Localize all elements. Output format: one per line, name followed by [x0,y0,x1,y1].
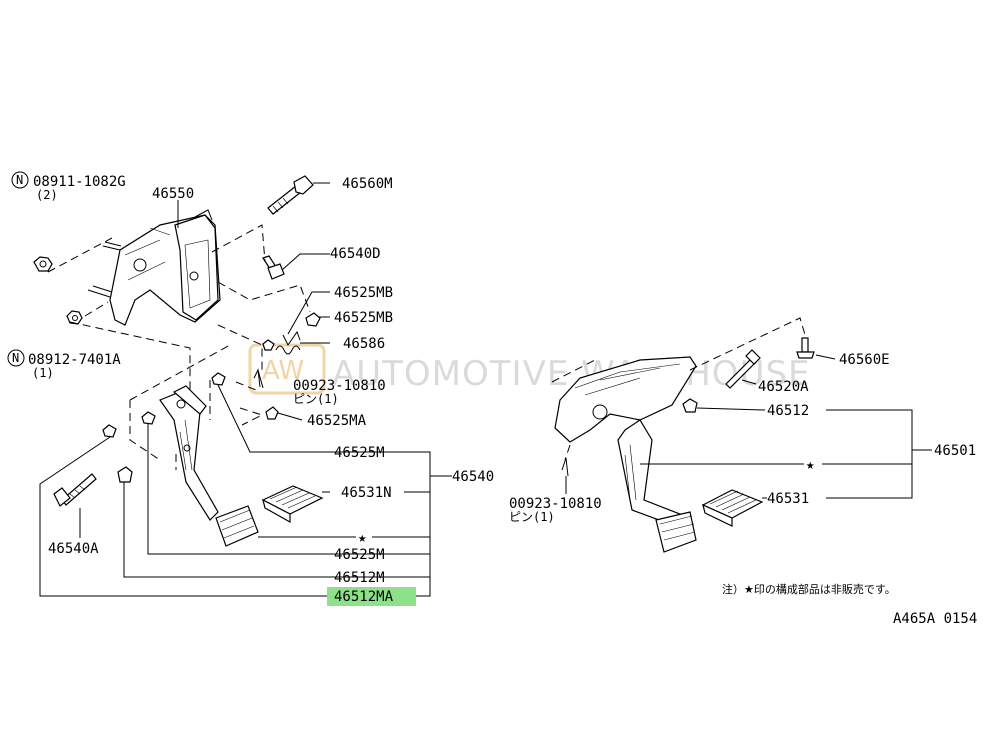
nut-08912-drawing [66,310,83,325]
label-46525M-2: 46525M [334,547,385,563]
label-46540: 46540 [452,469,494,485]
bolt-46540D-drawing [262,255,285,280]
clip-46525MA-drawing [265,406,279,420]
label-46586: 46586 [343,336,385,352]
label-46501: 46501 [934,443,976,459]
stopper-46512M-drawing [117,466,133,483]
bolt-46540A-drawing [53,473,97,507]
pad-46531-drawing [701,489,764,527]
stud-lower [87,285,113,298]
label-pin-left: ピン(1) [293,392,339,406]
label-46550: 46550 [152,186,194,202]
nut-08911-drawing [33,256,53,272]
diagram-code: A465A 0154 [893,611,977,627]
pin-left-drawing [253,368,264,389]
label-46512MA[interactable]: 46512MA [334,589,394,605]
label-46520A: 46520A [758,379,809,395]
highlight-46512MA [327,587,416,606]
label-08912-qty: (1) [32,366,54,380]
n-symbol-circle-2 [7,349,25,367]
pad-46531N-drawing [261,485,324,524]
labels-right: 46560E 46520A 46512 46501 ★ 00923-10810 … [509,352,976,524]
bolt-46560M-drawing [267,175,314,215]
label-46525M-1: 46525M [334,445,385,461]
footnote: 注）★印の構成部品は非販売です。 [722,582,896,596]
labels-left: N 08911-1082G (2) 46550 46560M 46540D 46… [7,171,494,606]
clip-46525MB-drawing [262,312,321,351]
n-symbol-circle-1 [11,171,29,189]
leader-lines-right [565,354,932,499]
pedal-46540-drawing [159,385,259,547]
label-46531: 46531 [767,491,809,507]
label-46512: 46512 [767,403,809,419]
dashed-guides-right [551,317,807,461]
n-symbol-1: N [16,173,23,187]
stopper-46512-drawing [682,398,698,413]
label-00923-10810-right: 00923-10810 [509,496,602,512]
nut-46540-drawing [102,424,117,438]
label-08911-1082G: 08911-1082G [33,174,126,190]
stud-upper [102,241,122,251]
label-46525MB-1: 46525MB [334,285,393,301]
label-08912-7401A: 08912-7401A [28,352,121,368]
watermark-logo: AW [262,356,304,386]
watermark-logo-frame [248,343,326,395]
label-46525MB-2: 46525MB [334,310,393,326]
label-pin-right: ピン(1) [509,510,555,524]
label-46540A: 46540A [48,541,99,557]
leader-lines-left [39,182,452,597]
bracket-46550-drawing [109,209,221,326]
label-46560M: 46560M [342,176,393,192]
label-08911-qty: (2) [36,188,58,202]
label-46512M: 46512M [334,570,385,586]
star-right: ★ [806,457,815,473]
pedal-46501-drawing [554,356,697,553]
n-symbol-2: N [12,351,19,365]
label-00923-10810-left: 00923-10810 [293,378,386,394]
pin-right-drawing [561,457,569,477]
bolt-46560E-drawing [796,337,815,359]
bolt-46520A-drawing [725,349,761,389]
label-46531N: 46531N [341,485,392,501]
star-left: ★ [358,530,367,546]
bushing-46525M-drawing [141,372,226,425]
label-46560E: 46560E [839,352,890,368]
spring-46586-drawing [275,330,301,355]
label-46525MA: 46525MA [307,413,367,429]
label-46540D: 46540D [330,246,381,262]
dashed-guides-left [47,224,311,470]
